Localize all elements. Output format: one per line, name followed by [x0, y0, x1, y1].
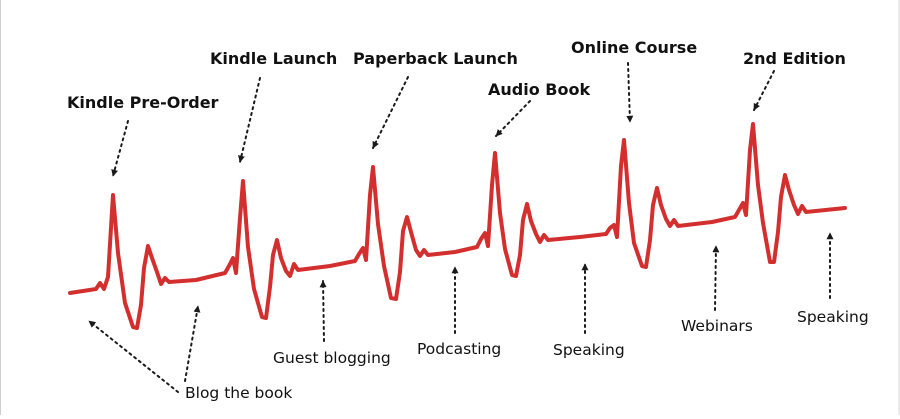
label-podcasting: Podcasting: [417, 340, 501, 358]
label-speaking-2: Speaking: [797, 308, 869, 326]
arrow-paperback-launch: [372, 76, 409, 149]
arrow-kindle-launch: [238, 77, 261, 163]
arrow-2nd-edition: [753, 70, 775, 111]
arrow-guest-blogging: [319, 280, 327, 342]
right-border: [898, 0, 900, 415]
label-guest-blogging: Guest blogging: [273, 349, 391, 367]
label-kindle-preorder: Kindle Pre-Order: [67, 93, 219, 112]
label-speaking-1: Speaking: [553, 341, 625, 359]
left-border: [0, 0, 1, 415]
heartbeat-line: [68, 122, 847, 330]
label-2nd-edition: 2nd Edition: [743, 49, 846, 68]
label-online-course: Online Course: [571, 38, 697, 57]
arrow-kindle-preorder: [111, 120, 129, 177]
label-audio-book: Audio Book: [488, 80, 590, 99]
arrow-audio-book: [495, 100, 531, 137]
label-kindle-launch: Kindle Launch: [210, 49, 337, 68]
arrow-blog-the-book-right: [184, 305, 201, 382]
arrow-online-course: [626, 62, 634, 123]
label-webinars: Webinars: [681, 317, 753, 335]
label-paperback-launch: Paperback Launch: [353, 49, 518, 68]
arrow-blog-the-book-left: [88, 320, 179, 393]
arrow-webinars: [712, 245, 720, 311]
label-blog-the-book: Blog the book: [185, 384, 292, 402]
